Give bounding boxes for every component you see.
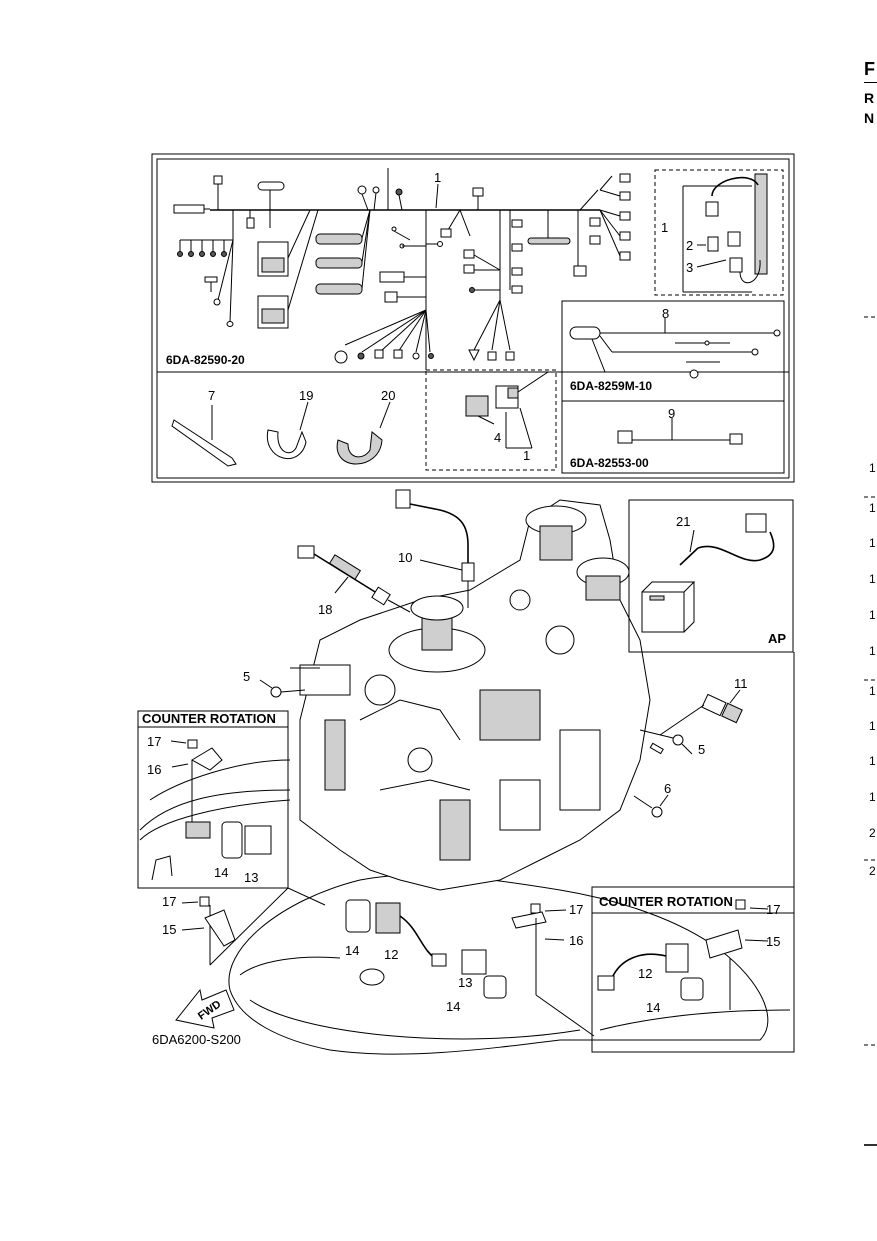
callout-17: 17	[569, 902, 583, 917]
counter-rotation-right	[591, 886, 795, 1053]
edge-number: 2	[869, 864, 876, 878]
callout-13: 13	[458, 975, 472, 990]
sensor-10	[395, 489, 475, 608]
counter-rotation-left	[137, 710, 291, 889]
ap-inset	[628, 499, 794, 653]
callout-16: 16	[147, 762, 161, 777]
ap-label: AP	[768, 631, 786, 646]
callout-12: 12	[384, 947, 398, 962]
callout-11: 11	[734, 676, 748, 691]
callout-14: 14	[646, 1000, 660, 1015]
bottom-parts	[175, 887, 595, 1037]
edge-number: 1	[869, 684, 876, 698]
bolt-6	[633, 794, 669, 818]
kit-code-main: 6DA-82590-20	[166, 353, 245, 367]
callout-4: 4	[494, 430, 501, 445]
kit-code-9: 6DA-82553-00	[570, 456, 649, 470]
edge-number: 1	[869, 790, 876, 804]
callout-21: 21	[676, 514, 690, 529]
callout-15: 15	[766, 934, 780, 949]
diagram-code: 6DA6200-S200	[152, 1032, 241, 1047]
counter-rotation-title-left: COUNTER ROTATION	[142, 711, 276, 726]
sensor-18	[297, 545, 411, 613]
callout-1: 1	[661, 220, 668, 235]
sensor-assembly-detail	[682, 173, 768, 293]
callout-1: 1	[434, 170, 441, 185]
callout-6: 6	[664, 781, 671, 796]
callout-8: 8	[662, 306, 669, 321]
edge-rule	[864, 82, 877, 83]
screw-5	[259, 679, 693, 755]
edge-number: 1	[869, 461, 876, 475]
edge-number: 1	[869, 608, 876, 622]
callout-1: 1	[523, 448, 530, 463]
relay-detail	[465, 371, 549, 449]
edge-number: 1	[869, 754, 876, 768]
main-wire-harness	[173, 168, 631, 370]
callout-14: 14	[345, 943, 359, 958]
callout-20: 20	[381, 388, 395, 403]
callout-9: 9	[668, 406, 675, 421]
sensor-11	[659, 689, 743, 736]
callout-15: 15	[162, 922, 176, 937]
callout-5: 5	[243, 669, 250, 684]
callout-14: 14	[446, 999, 460, 1014]
edge-dashes	[864, 316, 877, 1146]
callout-12: 12	[638, 966, 652, 981]
edge-letter-f: F	[864, 59, 875, 79]
edge-number: 1	[869, 536, 876, 550]
callout-7: 7	[208, 388, 215, 403]
callout-17: 17	[162, 894, 176, 909]
callout-5: 5	[698, 742, 705, 757]
callout-18: 18	[318, 602, 332, 617]
callout-14: 14	[214, 865, 228, 880]
kit-code-8: 6DA-8259M-10	[570, 379, 652, 393]
edge-letter-r: R	[864, 90, 875, 106]
sub-harness-9	[617, 418, 743, 445]
cable-ties-and-holders	[171, 401, 391, 467]
callout-17: 17	[147, 734, 161, 749]
counter-rotation-title-right: COUNTER ROTATION	[599, 894, 733, 909]
edge-number: 1	[869, 644, 876, 658]
edge-number: 1	[869, 572, 876, 586]
callout-10: 10	[398, 550, 412, 565]
callout-17: 17	[766, 902, 780, 917]
callout-19: 19	[299, 388, 313, 403]
edge-number: 1	[869, 719, 876, 733]
callout-13: 13	[244, 870, 258, 885]
edge-number: 2	[869, 826, 876, 840]
engine-illustration	[139, 499, 769, 1055]
edge-letter-n: N	[864, 110, 875, 126]
harness-kit-frame	[151, 153, 795, 483]
callout-2: 2	[686, 238, 693, 253]
edge-number: 1	[869, 501, 876, 515]
callout-16: 16	[569, 933, 583, 948]
sub-harness-8	[569, 318, 781, 379]
callout-3: 3	[686, 260, 693, 275]
